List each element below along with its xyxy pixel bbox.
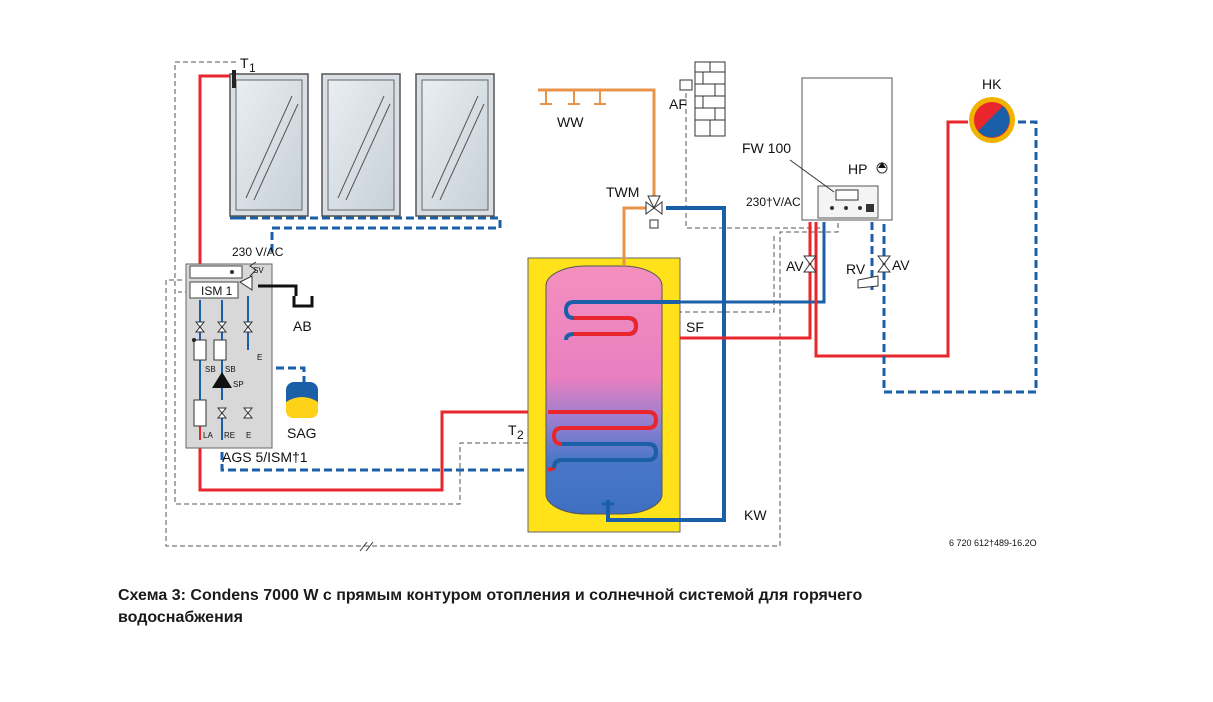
e1-label: E [257, 353, 262, 362]
figure-caption: Схема 3: Condens 7000 W с прямым контуро… [118, 585, 1068, 629]
solar-pump-icon [212, 372, 232, 388]
av-right-label: AV [892, 257, 910, 273]
hk-label: HK [982, 76, 1002, 92]
ism1-label: ISM 1 [201, 284, 233, 298]
power-station-label: 230 V/AC [232, 245, 284, 259]
sp-label: SP [233, 380, 244, 389]
sag-expansion-vessel [286, 382, 318, 418]
heating-flow-pipe [814, 120, 968, 358]
t1-collector-sensor [232, 70, 236, 88]
collector-panel-1 [229, 73, 309, 217]
re-label: RE [224, 431, 235, 440]
la-label: LA [203, 431, 213, 440]
cold-water-pipe [606, 206, 726, 522]
caption-line-2: водоснабжения [118, 609, 243, 626]
sb2-label: SB [225, 365, 236, 374]
ags-label: AGS 5/ISM†1 [222, 449, 308, 465]
heating-return-pipe [870, 120, 1038, 394]
t2-label-sub: 2 [517, 428, 524, 442]
coil-to-boiler-return [680, 222, 826, 304]
collector-panel-3 [415, 73, 495, 217]
twm-label: TWM [606, 184, 639, 200]
collector-return-pipe [230, 216, 502, 256]
ww-taps [540, 90, 606, 105]
hot-water-pipe [538, 88, 656, 266]
twm-mixing-valve [645, 195, 663, 229]
fw100-leader [789, 159, 835, 193]
af-outdoor-sensor [679, 61, 726, 137]
fw100-label: FW 100 [742, 140, 791, 156]
t2-label: T [508, 422, 517, 438]
solar-station [185, 261, 273, 449]
solar-collectors [229, 73, 495, 217]
sf-label: SF [686, 319, 704, 335]
upper-coil-hot [574, 316, 639, 336]
ab-drain [258, 284, 314, 308]
e2-label: E [246, 431, 251, 440]
drawing-code: 6 720 612†489-16.2O [949, 538, 1037, 548]
ww-label: WW [557, 114, 584, 130]
av-left-label: AV [786, 258, 804, 274]
solar-return-pipe [220, 440, 548, 472]
hp-label: HP [848, 161, 867, 177]
boiler-valves [803, 255, 891, 289]
af-label: AF [669, 96, 687, 112]
t1-label-sub: 1 [249, 61, 256, 75]
caption-line-1: Схема 3: Condens 7000 W с прямым контуро… [118, 587, 863, 604]
kw-label: KW [744, 507, 767, 523]
power-boiler-label: 230†V/AC [746, 195, 801, 209]
t1-label: T [240, 55, 249, 71]
ab-label: AB [293, 318, 312, 334]
lower-coil-cold [552, 442, 659, 469]
condensing-boiler [801, 77, 893, 221]
hk-heating-circuit-icon [969, 97, 1015, 143]
rv-label: RV [846, 261, 866, 277]
storage-tank [527, 257, 681, 533]
line-break-mark [359, 541, 374, 552]
sv-label: SV [253, 266, 264, 275]
sag-label: SAG [287, 425, 317, 441]
sb1-label: SB [205, 365, 216, 374]
collector-panel-2 [321, 73, 401, 217]
